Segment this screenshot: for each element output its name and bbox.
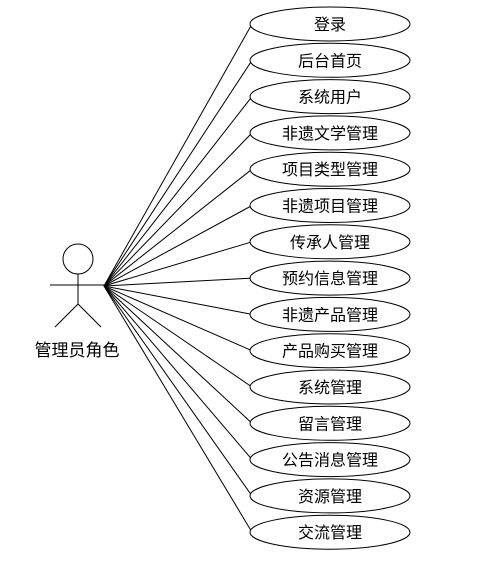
use-case-label: 系统用户 — [298, 88, 362, 107]
actor-right-leg — [77, 303, 102, 328]
use-case: 后台首页 — [249, 42, 411, 78]
use-case-ellipse — [249, 79, 411, 115]
association-line — [103, 168, 253, 287]
use-case: 预约信息管理 — [249, 260, 411, 296]
use-case: 登录 — [249, 6, 411, 42]
use-case: 系统管理 — [249, 369, 411, 405]
use-case-ellipse — [249, 369, 411, 405]
use-case: 系统用户 — [249, 79, 411, 115]
actor-figure: 管理员角色 — [35, 243, 120, 361]
use-case-label: 非遗项目管理 — [282, 197, 378, 216]
association-line — [103, 277, 253, 287]
use-case-label: 留言管理 — [298, 414, 362, 433]
association-line — [103, 23, 253, 287]
use-case-ellipse — [249, 514, 411, 550]
association-line — [103, 285, 253, 315]
use-case: 产品购买管理 — [249, 333, 411, 369]
use-case: 非遗项目管理 — [249, 188, 411, 223]
use-case-ellipse — [249, 224, 411, 260]
use-case-label: 非遗文学管理 — [282, 124, 378, 143]
use-case-ellipse — [249, 333, 411, 369]
use-case-ellipse — [249, 115, 411, 151]
actor-label: 管理员角色 — [35, 341, 120, 361]
use-case-label: 系统管理 — [298, 378, 362, 397]
association-line — [103, 132, 253, 287]
use-case-label: 产品购买管理 — [282, 342, 378, 361]
use-case-ellipse — [249, 42, 411, 78]
use-case-label: 非遗产品管理 — [282, 305, 378, 324]
association-line — [103, 285, 253, 388]
use-case-label: 登录 — [314, 15, 346, 34]
use-case-ellipse — [249, 188, 411, 223]
use-case-ellipse — [249, 296, 411, 332]
use-case-label: 资源管理 — [298, 487, 362, 506]
use-case: 非遗文学管理 — [249, 115, 411, 151]
association-line — [103, 285, 253, 424]
use-case-label: 传承人管理 — [290, 233, 370, 252]
use-case: 非遗产品管理 — [249, 296, 411, 332]
actor-head — [62, 243, 94, 275]
use-case: 交流管理 — [249, 514, 411, 550]
use-case: 公告消息管理 — [249, 442, 411, 478]
use-case-ellipse — [249, 6, 411, 42]
use-case: 传承人管理 — [249, 224, 411, 260]
actor-left-leg — [54, 303, 79, 328]
association-lines — [103, 23, 253, 533]
association-line — [103, 60, 253, 287]
use-case-ellipse — [249, 260, 411, 296]
association-line — [103, 285, 253, 460]
use-case-ellipse — [249, 151, 411, 187]
association-line — [103, 285, 253, 533]
use-case-ellipse — [249, 442, 411, 478]
use-case-group: 登录后台首页系统用户非遗文学管理项目类型管理非遗项目管理传承人管理预约信息管理非… — [249, 6, 411, 550]
use-case-label: 预约信息管理 — [282, 269, 378, 288]
use-case-label: 交流管理 — [298, 523, 362, 542]
use-case-ellipse — [249, 405, 411, 441]
association-line — [103, 285, 253, 352]
use-case: 留言管理 — [249, 405, 411, 441]
association-line — [103, 241, 253, 287]
association-line — [103, 96, 253, 287]
association-line — [103, 205, 253, 287]
use-case-label: 公告消息管理 — [282, 451, 378, 470]
use-case-label: 项目类型管理 — [282, 160, 378, 179]
use-case: 项目类型管理 — [249, 151, 411, 187]
association-line — [103, 285, 253, 497]
use-case-ellipse — [249, 478, 411, 514]
use-case-label: 后台首页 — [298, 51, 362, 70]
use-case: 资源管理 — [249, 478, 411, 514]
